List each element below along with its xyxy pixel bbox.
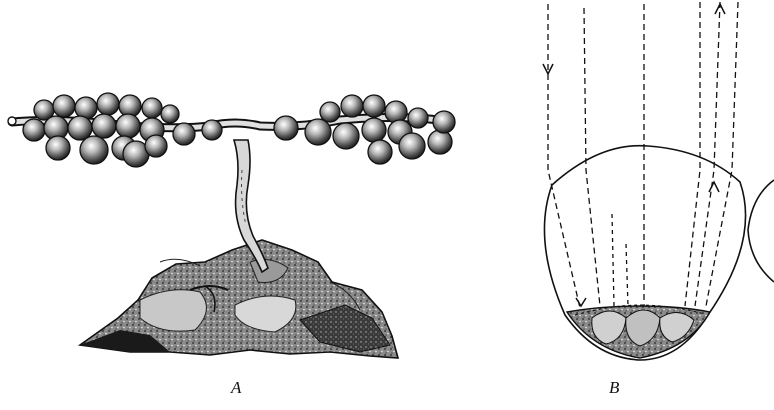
ray-7 [612, 214, 614, 306]
ray-1 [548, 4, 580, 308]
light-rays [548, 2, 738, 308]
panel-label-b: B [609, 378, 619, 398]
neighbour-cell [748, 180, 774, 282]
panel-a-drawing [8, 93, 455, 358]
panel-label-a: A [231, 378, 241, 398]
panel-b-drawing [543, 2, 774, 360]
arrow-up-inner [709, 182, 719, 192]
chloroplast-cluster [567, 305, 710, 358]
ray-arrows [543, 4, 725, 306]
rock-base [80, 240, 398, 358]
ray-6 [706, 2, 738, 306]
ray-5 [695, 2, 720, 306]
arrow-down-base [576, 298, 586, 306]
ray-8 [626, 244, 628, 306]
